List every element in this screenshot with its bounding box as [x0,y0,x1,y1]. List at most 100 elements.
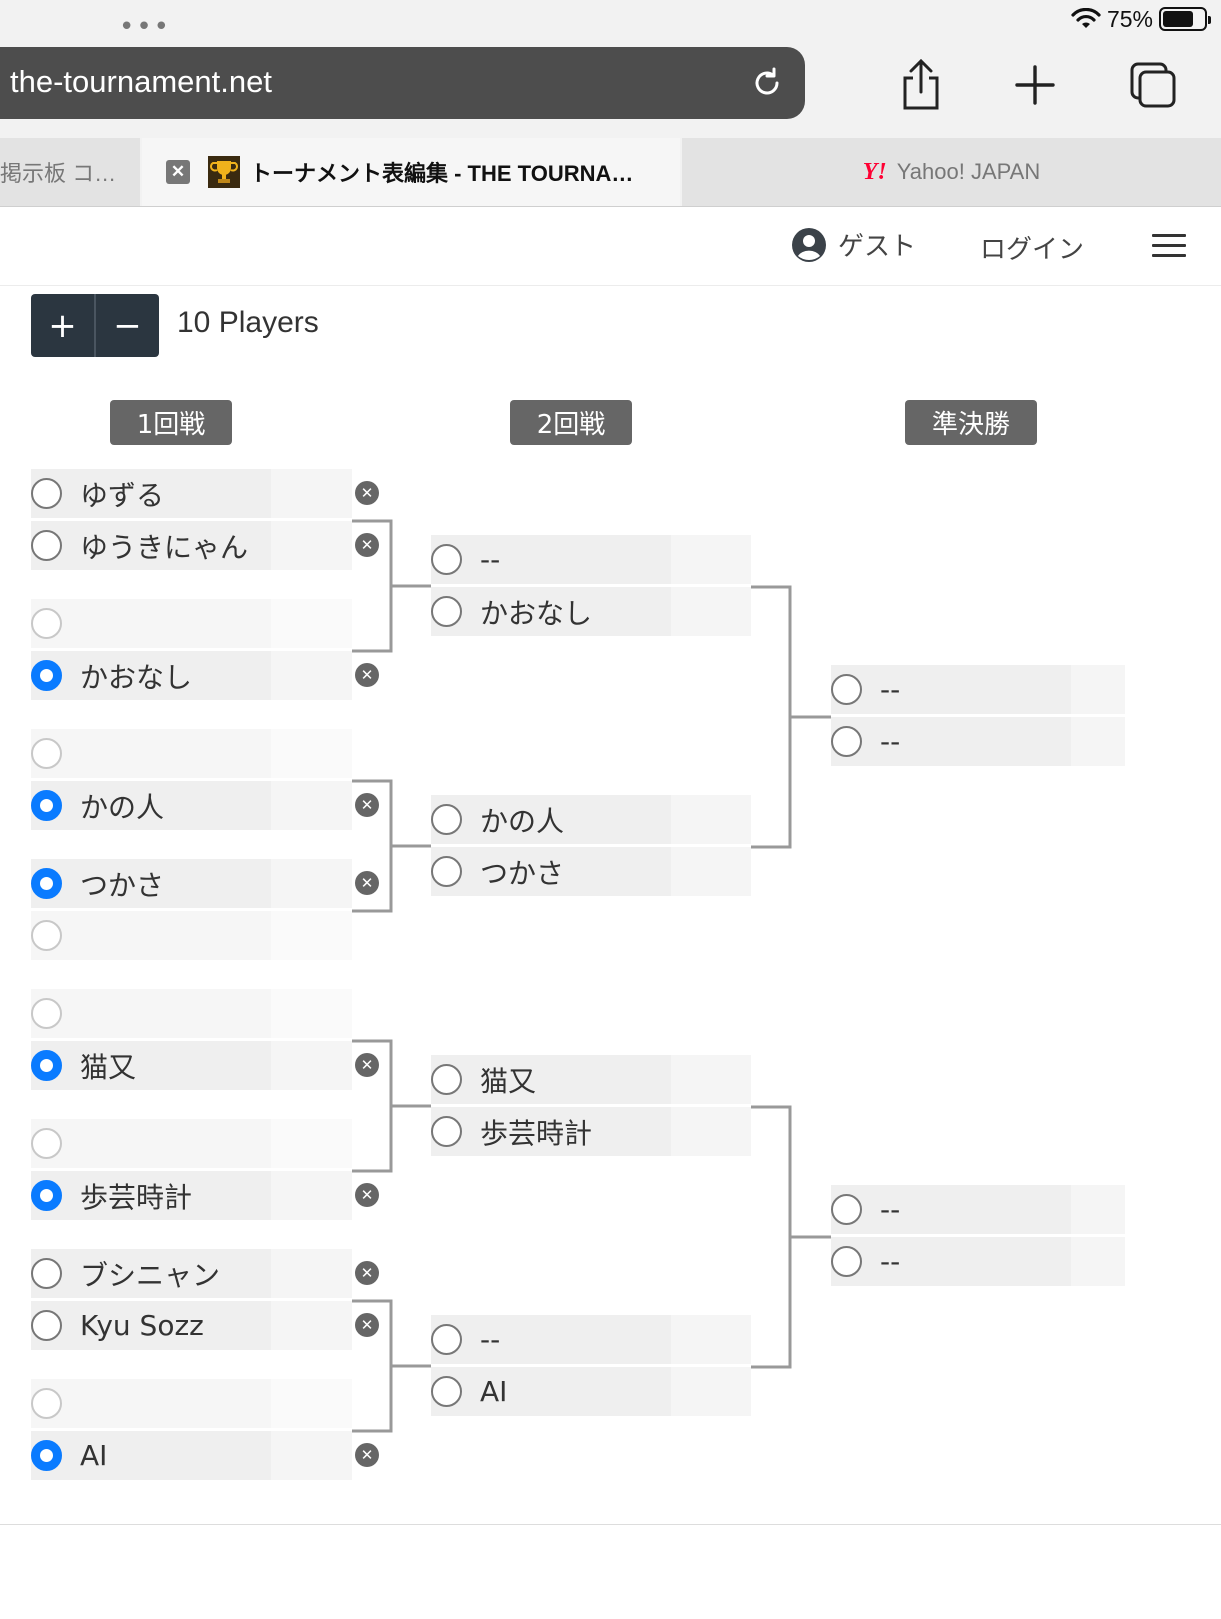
tab-yahoo[interactable]: Y! Yahoo! JAPAN [682,138,1221,206]
hamburger-menu-icon[interactable] [1152,234,1186,264]
winner-radio[interactable] [31,1388,62,1419]
winner-radio[interactable] [31,1180,62,1211]
score-cell[interactable] [671,847,751,896]
new-tab-button[interactable] [1004,54,1066,116]
score-cell[interactable] [271,1041,352,1090]
score-cell[interactable] [671,1367,751,1416]
guest-menu[interactable]: ゲスト [792,226,916,263]
player-name-cell[interactable] [31,989,271,1038]
score-cell[interactable] [671,1055,751,1104]
winner-radio[interactable] [31,478,62,509]
player-name-cell[interactable]: -- [431,1315,671,1364]
score-cell[interactable] [271,911,352,960]
remove-player-icon[interactable]: ✕ [355,1261,379,1285]
winner-radio[interactable] [431,544,462,575]
winner-radio[interactable] [31,1440,62,1471]
winner-radio[interactable] [31,1050,62,1081]
tab-tournament[interactable]: ✕ トーナメント表編集 - THE TOURNA… [142,138,680,206]
player-name-cell[interactable]: かの人 [431,795,671,844]
winner-radio[interactable] [431,856,462,887]
score-cell[interactable] [1071,665,1125,714]
player-name-cell[interactable]: -- [831,1185,1071,1234]
player-name-cell[interactable]: つかさ [31,859,271,908]
remove-player-icon[interactable]: ✕ [355,533,379,557]
winner-radio[interactable] [31,1258,62,1289]
player-name-cell[interactable]: かの人 [31,781,271,830]
score-cell[interactable] [271,781,352,830]
remove-player-icon[interactable]: ✕ [355,1443,379,1467]
login-link[interactable]: ログイン [980,235,1085,265]
player-name-cell[interactable]: -- [831,665,1071,714]
reload-icon[interactable] [747,63,787,103]
winner-radio[interactable] [831,1246,862,1277]
remove-player-icon[interactable]: ✕ [355,1053,379,1077]
winner-radio[interactable] [431,804,462,835]
remove-player-icon[interactable]: ✕ [355,793,379,817]
score-cell[interactable] [271,1379,352,1428]
player-name-cell[interactable]: -- [831,1237,1071,1286]
remove-player-icon[interactable]: ✕ [355,1313,379,1337]
player-name-cell[interactable]: -- [831,717,1071,766]
score-cell[interactable] [271,651,352,700]
score-cell[interactable] [1071,1185,1125,1234]
score-cell[interactable] [1071,717,1125,766]
share-button[interactable] [890,54,952,116]
score-cell[interactable] [671,1315,751,1364]
player-name-cell[interactable] [31,729,271,778]
winner-radio[interactable] [31,868,62,899]
add-player-button[interactable]: + [31,294,94,357]
remove-player-icon[interactable]: ✕ [355,871,379,895]
winner-radio[interactable] [31,738,62,769]
player-name-cell[interactable]: 猫又 [431,1055,671,1104]
player-name-cell[interactable] [31,911,271,960]
score-cell[interactable] [271,1301,352,1350]
score-cell[interactable] [671,1107,751,1156]
close-tab-icon[interactable]: ✕ [166,160,190,184]
score-cell[interactable] [271,599,352,648]
player-name-cell[interactable]: ゆずる [31,469,271,518]
winner-radio[interactable] [831,726,862,757]
tab-bbs[interactable]: 掲示板 コ… [0,138,140,206]
score-cell[interactable] [671,587,751,636]
winner-radio[interactable] [31,1128,62,1159]
score-cell[interactable] [671,795,751,844]
score-cell[interactable] [271,989,352,1038]
player-name-cell[interactable] [31,599,271,648]
player-name-cell[interactable]: ゆうきにゃん [31,521,271,570]
player-name-cell[interactable]: ブシニャン [31,1249,271,1298]
winner-radio[interactable] [31,608,62,639]
winner-radio[interactable] [31,1310,62,1341]
score-cell[interactable] [271,729,352,778]
tab-overview-button[interactable] [1122,54,1184,116]
score-cell[interactable] [271,1171,352,1220]
remove-player-button[interactable]: − [94,294,159,357]
winner-radio[interactable] [431,1324,462,1355]
winner-radio[interactable] [431,596,462,627]
player-name-cell[interactable]: つかさ [431,847,671,896]
player-name-cell[interactable]: 歩芸時計 [431,1107,671,1156]
score-cell[interactable] [271,859,352,908]
remove-player-icon[interactable]: ✕ [355,481,379,505]
player-name-cell[interactable]: Kyu Sozz [31,1301,271,1350]
player-name-cell[interactable]: かおなし [431,587,671,636]
remove-player-icon[interactable]: ✕ [355,663,379,687]
winner-radio[interactable] [31,530,62,561]
score-cell[interactable] [271,521,352,570]
winner-radio[interactable] [431,1064,462,1095]
winner-radio[interactable] [31,998,62,1029]
winner-radio[interactable] [831,1194,862,1225]
winner-radio[interactable] [431,1116,462,1147]
score-cell[interactable] [671,535,751,584]
score-cell[interactable] [271,1119,352,1168]
score-cell[interactable] [271,1431,352,1480]
winner-radio[interactable] [831,674,862,705]
player-name-cell[interactable]: AI [31,1431,271,1480]
score-cell[interactable] [1071,1237,1125,1286]
address-bar[interactable]: the-tournament.net [0,47,805,119]
player-name-cell[interactable] [31,1119,271,1168]
player-name-cell[interactable] [31,1379,271,1428]
player-name-cell[interactable]: かおなし [31,651,271,700]
winner-radio[interactable] [31,790,62,821]
winner-radio[interactable] [431,1376,462,1407]
score-cell[interactable] [271,469,352,518]
